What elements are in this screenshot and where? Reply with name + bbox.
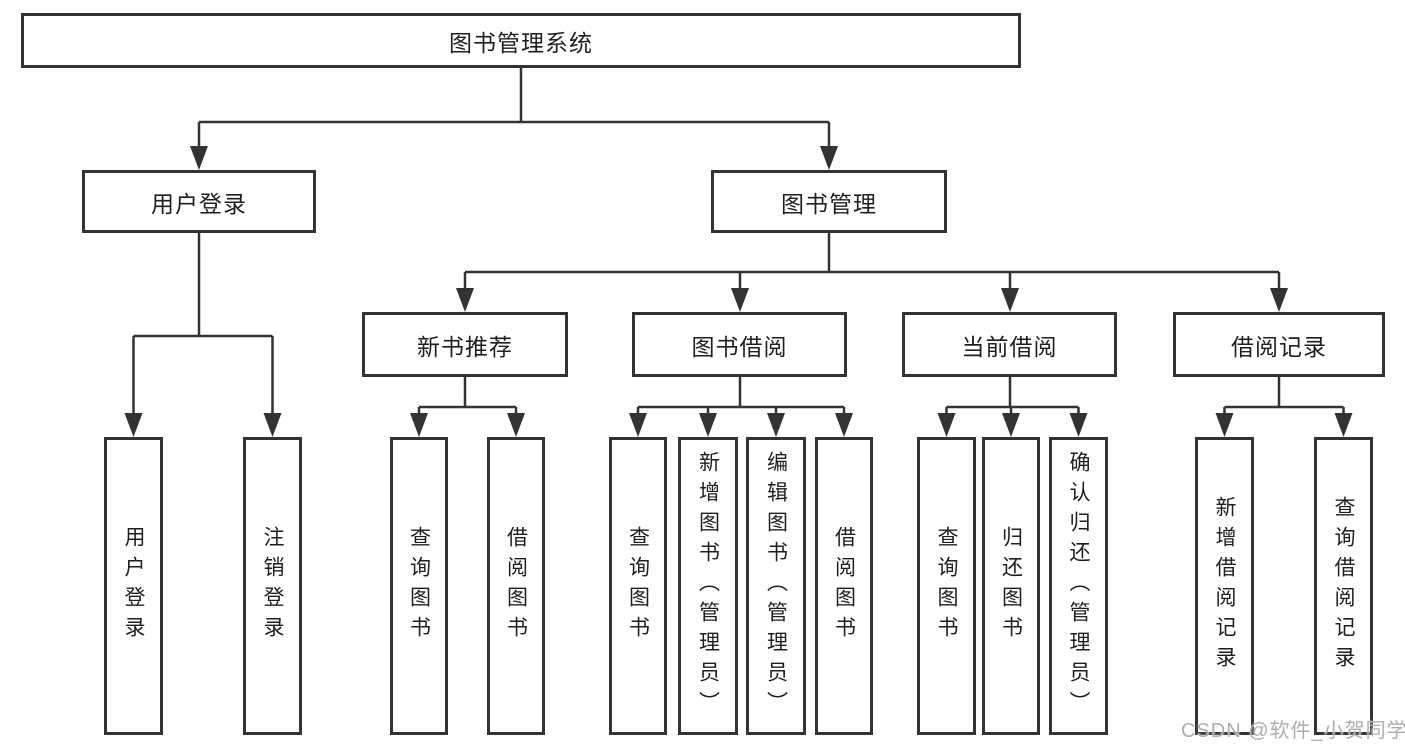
edges-user-login [124, 233, 282, 437]
arrowhead-icon [1001, 288, 1019, 312]
leaf-nb-borrow-books-label: 借阅图书 [504, 526, 528, 646]
node-book-mgmt-label: 图书管理 [781, 190, 877, 217]
node-library-system: 图书管理系统 [21, 13, 1021, 68]
node-current-borrow-label: 当前借阅 [961, 333, 1058, 360]
arrowhead-icon [731, 288, 749, 312]
edges-root-to-level2 [190, 68, 838, 170]
leaf-cb-query-books: 查询图书 [917, 437, 976, 735]
leaf-bb-query-books: 查询图书 [609, 437, 667, 735]
leaf-cb-return-books: 归还图书 [982, 437, 1040, 735]
arrowhead-icon [1002, 413, 1020, 437]
leaf-bb-borrow-books-label: 借阅图书 [832, 526, 856, 646]
leaf-br-add-record: 新增借阅记录 [1195, 437, 1254, 735]
leaf-bb-borrow-books: 借阅图书 [815, 437, 873, 735]
arrowhead-icon [456, 288, 474, 312]
leaf-bb-edit-books-label: 编辑图书（管理员） [764, 451, 788, 721]
leaf-bb-add-books-label: 新增图书（管理员） [696, 451, 720, 721]
arrowhead-icon [1334, 413, 1353, 437]
arrowhead-icon [820, 146, 838, 170]
leaf-logout: 注销登录 [243, 437, 302, 735]
arrowhead-icon [263, 413, 282, 437]
leaf-br-query-record-label: 查询借阅记录 [1332, 496, 1355, 676]
leaf-nb-borrow-books: 借阅图书 [487, 437, 545, 735]
leaf-bb-edit-books: 编辑图书（管理员） [746, 437, 806, 735]
node-book-mgmt: 图书管理 [711, 170, 947, 233]
leaf-user-login-label: 用户登录 [122, 526, 145, 646]
leaf-br-query-record: 查询借阅记录 [1314, 437, 1373, 735]
arrowhead-icon [507, 413, 525, 437]
arrowhead-icon [1270, 288, 1288, 312]
arrowhead-icon [835, 413, 853, 437]
leaf-bb-add-books: 新增图书（管理员） [678, 437, 738, 735]
node-book-borrow-label: 图书借阅 [691, 333, 788, 360]
leaf-bb-query-books-label: 查询图书 [626, 526, 650, 646]
node-new-books-label: 新书推荐 [417, 333, 513, 360]
node-current-borrow: 当前借阅 [902, 312, 1117, 377]
node-borrow-records: 借阅记录 [1173, 312, 1385, 377]
arrowhead-icon [190, 146, 208, 170]
arrowhead-icon [410, 413, 428, 437]
arrowhead-icon [937, 413, 956, 437]
node-library-system-label: 图书管理系统 [449, 29, 593, 56]
leaf-nb-query-books-label: 查询图书 [407, 526, 431, 646]
leaf-cb-confirm-return-label: 确认归还（管理员） [1067, 451, 1090, 721]
edges-new-books [410, 377, 525, 437]
node-user-login-label: 用户登录 [151, 190, 247, 217]
edges-book-mgmt [456, 233, 1288, 312]
leaf-user-login: 用户登录 [104, 437, 163, 735]
node-book-borrow: 图书借阅 [632, 312, 847, 377]
csdn-watermark: CSDN @软件_小贺同学 [1181, 720, 1405, 742]
edges-borrow-records [1215, 377, 1353, 437]
edges-current-borrow [937, 377, 1088, 437]
arrowhead-icon [1069, 413, 1088, 437]
leaf-cb-query-books-label: 查询图书 [935, 526, 958, 646]
arrowhead-icon [1215, 413, 1234, 437]
node-new-books: 新书推荐 [362, 312, 568, 377]
arrowhead-icon [124, 413, 143, 437]
arrowhead-icon [699, 413, 717, 437]
leaf-logout-label: 注销登录 [261, 526, 284, 646]
leaf-nb-query-books: 查询图书 [390, 437, 448, 735]
arrowhead-icon [767, 413, 785, 437]
leaf-cb-return-books-label: 归还图书 [999, 526, 1023, 646]
node-borrow-records-label: 借阅记录 [1231, 333, 1327, 360]
edges-book-borrow [629, 377, 853, 437]
arrowhead-icon [629, 413, 647, 437]
leaf-br-add-record-label: 新增借阅记录 [1213, 496, 1236, 676]
node-user-login: 用户登录 [82, 170, 316, 233]
leaf-cb-confirm-return: 确认归还（管理员） [1049, 437, 1108, 735]
